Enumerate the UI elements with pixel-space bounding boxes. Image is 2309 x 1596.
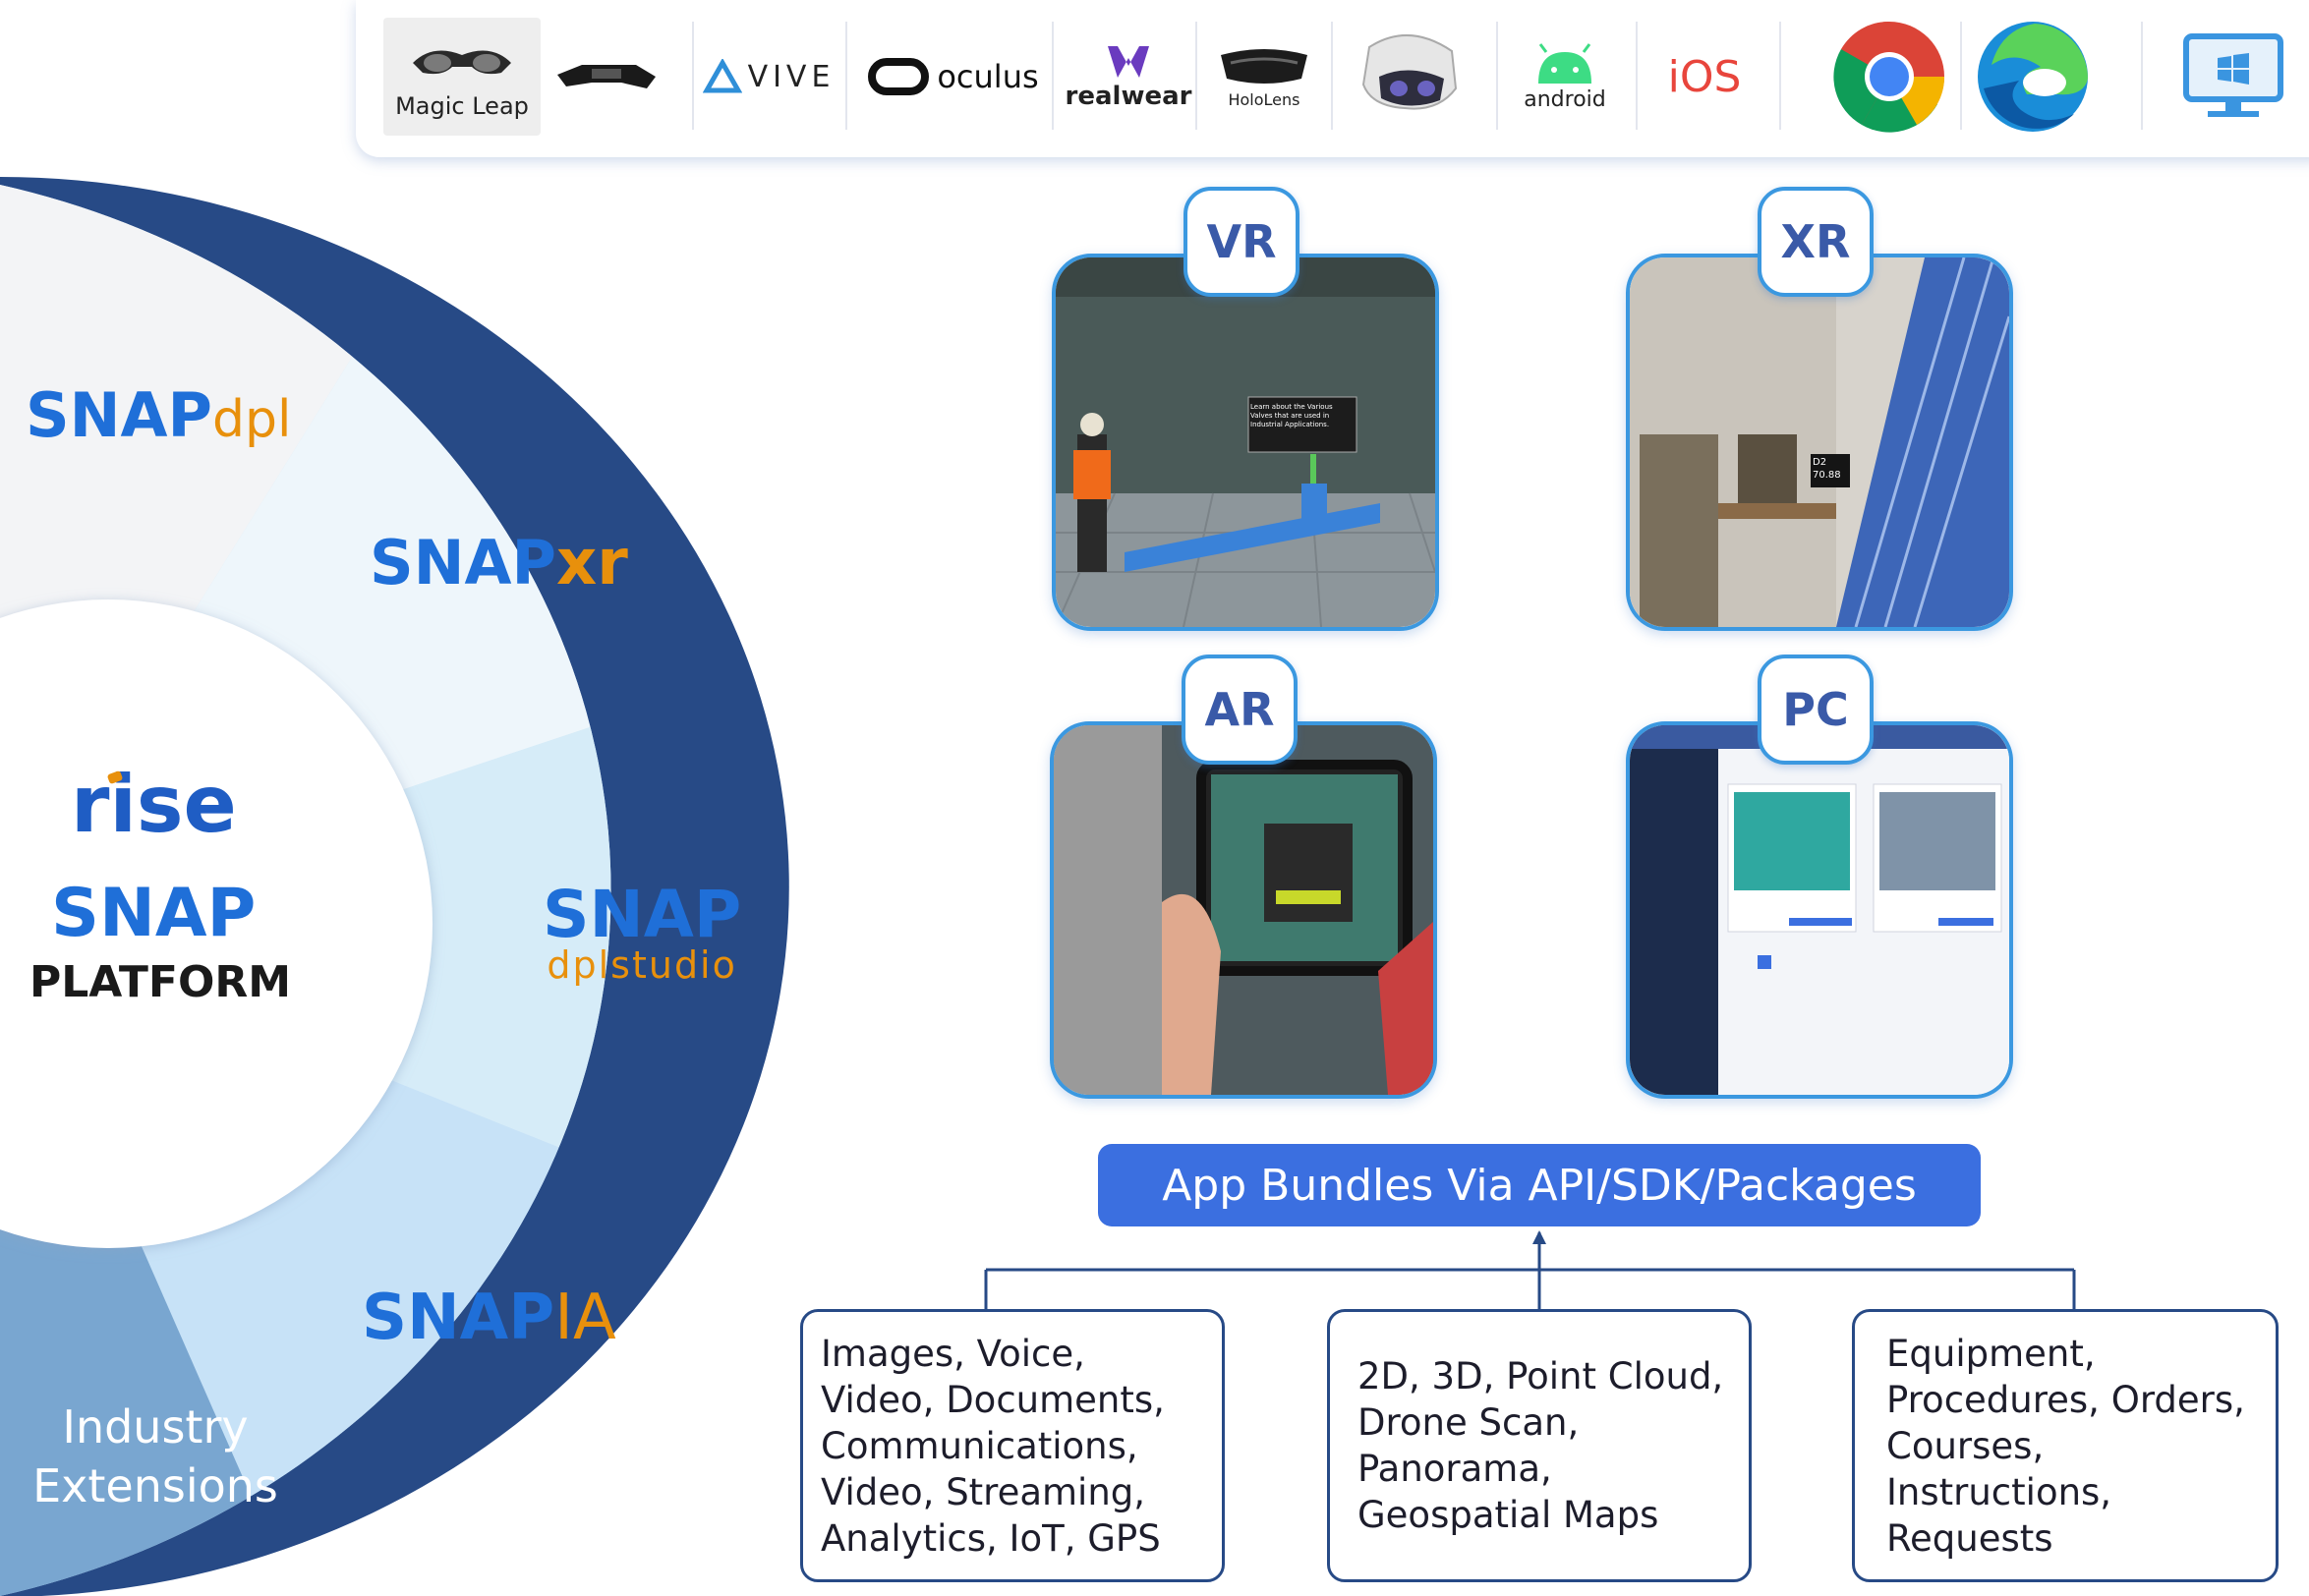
smart-glasses-logo <box>552 18 661 136</box>
center-circle <box>0 599 433 1248</box>
separator <box>1195 22 1197 130</box>
oculus-ring-icon <box>868 58 930 95</box>
xr-scene-image <box>1630 257 2009 627</box>
chrome-icon <box>1833 21 1945 133</box>
edge-logo <box>1974 18 2092 136</box>
hololens-visor-icon <box>1221 48 1307 84</box>
snap-xr-suffix: xr <box>555 527 628 599</box>
separator <box>2141 22 2143 130</box>
vr-scene-image <box>1056 257 1435 627</box>
snap-xr-prefix: SNAP <box>370 527 556 598</box>
rise-logo: rise <box>71 759 237 850</box>
pc-scene-image <box>1630 725 2009 1095</box>
spatial-category-box: 2D, 3D, Point Cloud, Drone Scan, Panoram… <box>1327 1309 1752 1582</box>
snap-studio-label: SNAP dplstudio <box>543 877 742 987</box>
workflow-category-box: Equipment, Procedures, Orders, Courses, … <box>1852 1309 2279 1582</box>
ar-scene-image <box>1054 725 1433 1095</box>
edge-icon <box>1978 22 2088 132</box>
vive-triangle-icon <box>702 59 742 93</box>
xr-tab: XR <box>1758 187 1874 297</box>
magic-leap-glasses-icon <box>413 50 511 75</box>
segment-studio <box>0 629 611 1278</box>
snap-dpl-label: SNAPdpl <box>26 379 291 451</box>
pc-tile <box>1626 721 2013 1099</box>
separator <box>845 22 847 130</box>
vive-logo: VIVE <box>702 18 836 136</box>
media-category-text: Images, Voice, Video, Documents, Communi… <box>821 1332 1165 1560</box>
vive-label: VIVE <box>747 59 836 94</box>
ar-tile <box>1050 721 1437 1099</box>
snap-xr-label: SNAPxr <box>370 527 628 599</box>
ios-label: iOS <box>1667 51 1742 102</box>
smart-glasses-icon <box>557 65 656 88</box>
media-category-box: Images, Voice, Video, Documents, Communi… <box>800 1309 1225 1582</box>
separator <box>1496 22 1498 130</box>
quest-headset-icon <box>1361 34 1458 110</box>
magic-leap-label: Magic Leap <box>395 92 529 120</box>
center-snap-label: SNAP <box>51 875 257 952</box>
realwear-label: realwear <box>1065 82 1192 111</box>
realwear-logo: realwear <box>1062 18 1195 136</box>
app-bundles-banner: App Bundles Via API/SDK/Packages <box>1098 1144 1981 1226</box>
windows-monitor-icon <box>2183 33 2283 117</box>
ios-logo: iOS <box>1645 18 1763 136</box>
separator <box>1960 22 1962 130</box>
separator <box>1052 22 1054 130</box>
quest-headset-logo <box>1341 18 1476 136</box>
spatial-category-text: 2D, 3D, Point Cloud, Drone Scan, Panoram… <box>1357 1355 1724 1536</box>
android-robot-icon <box>1538 42 1591 84</box>
workflow-category-text: Equipment, Procedures, Orders, Courses, … <box>1886 1332 2245 1560</box>
ar-tab: AR <box>1182 655 1298 765</box>
separator <box>1636 22 1638 130</box>
xr-callout-text: D2 70.88 <box>1813 457 1841 481</box>
snap-ia-label: SNAPIA <box>362 1282 616 1354</box>
snap-dpl-suffix: dpl <box>211 390 292 449</box>
snap-ia-prefix: SNAP <box>362 1282 555 1354</box>
vr-tab: VR <box>1183 187 1299 297</box>
windows-pc-logo <box>2174 18 2292 136</box>
oculus-logo: oculus <box>855 18 1052 136</box>
snap-dpl-prefix: SNAP <box>26 379 212 451</box>
magic-leap-logo: Magic Leap <box>383 18 541 136</box>
android-label: android <box>1524 86 1606 112</box>
platform-wheel <box>0 177 789 1596</box>
xr-tile: D2 70.88 <box>1626 254 2013 631</box>
industry-extensions-label: Industry Extensions <box>32 1400 278 1512</box>
pc-tab: PC <box>1758 655 1874 765</box>
hololens-logo: HoloLens <box>1205 18 1323 136</box>
separator <box>692 22 694 130</box>
chrome-logo <box>1830 18 1948 136</box>
separator <box>1779 22 1781 130</box>
center-platform-label: PLATFORM <box>29 957 292 1007</box>
vr-callout-text: Learn about the Various Valves that are … <box>1250 403 1333 428</box>
hololens-label: HoloLens <box>1228 89 1300 109</box>
separator <box>1331 22 1333 130</box>
android-logo: android <box>1504 18 1626 136</box>
vr-tile: Learn about the Various Valves that are … <box>1052 254 1439 631</box>
realwear-mark-icon <box>1108 46 1149 78</box>
snap-ia-suffix: IA <box>554 1282 616 1354</box>
snap-studio-prefix: SNAP <box>543 877 742 952</box>
oculus-label: oculus <box>937 58 1039 95</box>
device-bar: Magic Leap VIVE oculus realwear HoloLens <box>356 0 2309 157</box>
snap-studio-suffix: dplstudio <box>547 943 737 987</box>
